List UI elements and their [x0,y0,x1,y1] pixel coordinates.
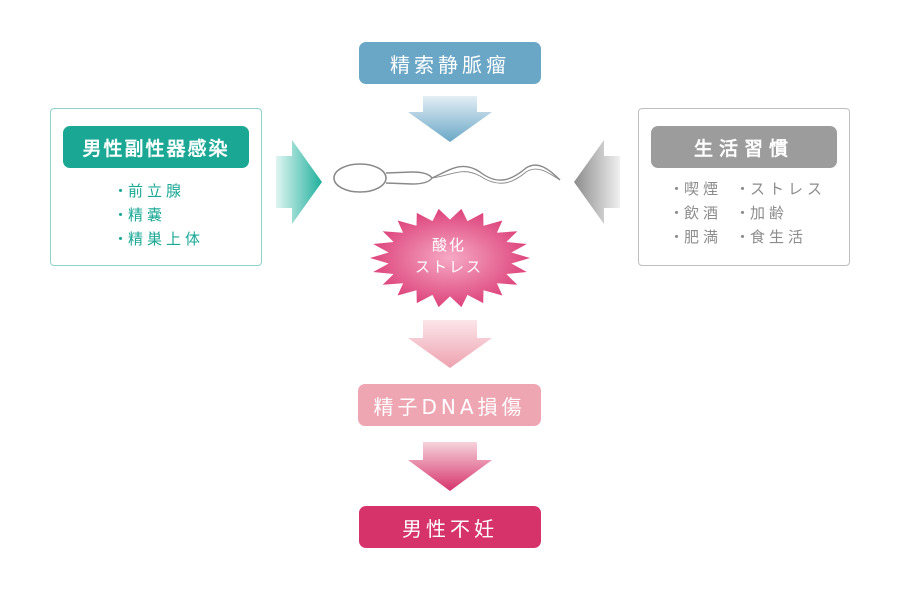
varicocele-box: 精索静脈瘤 [359,42,541,84]
list-item: ストレス [735,177,826,201]
dna-damage-box: 精子DNA損傷 [358,384,541,426]
stress-line-1: 酸化 [431,236,466,254]
arrow-down-varicocele [408,96,492,142]
arrow-right-infection [276,140,322,224]
oxidative-stress-label: 酸化 ストレス [393,234,505,278]
lifestyle-title: 生活習慣 [651,126,837,168]
list-item: 前立腺 [113,179,204,203]
list-item: 加齢 [735,201,826,225]
lifestyle-list-col2: ストレス 加齢 食生活 [735,177,826,249]
stress-line-2: ストレス [414,258,483,276]
list-item: 精巣上体 [113,227,204,251]
list-item: 肥満 [669,225,722,249]
stress-burst-shape [370,208,530,308]
arrow-down-infertility [408,442,492,491]
list-item: 喫煙 [669,177,722,201]
infertility-box: 男性不妊 [359,506,541,548]
infection-list: 前立腺 精嚢 精巣上体 [113,179,204,251]
lifestyle-panel: 生活習慣 喫煙 飲酒 肥満 ストレス 加齢 食生活 [638,108,850,266]
infection-panel: 男性副性器感染 前立腺 精嚢 精巣上体 [50,108,262,266]
arrow-down-dna [408,320,492,368]
list-item: 飲酒 [669,201,722,225]
list-item: 食生活 [735,225,826,249]
lifestyle-list-col1: 喫煙 飲酒 肥満 [669,177,722,249]
sperm-icon [333,163,561,193]
arrow-left-lifestyle [574,140,620,224]
infection-title: 男性副性器感染 [63,126,249,168]
list-item: 精嚢 [113,203,204,227]
